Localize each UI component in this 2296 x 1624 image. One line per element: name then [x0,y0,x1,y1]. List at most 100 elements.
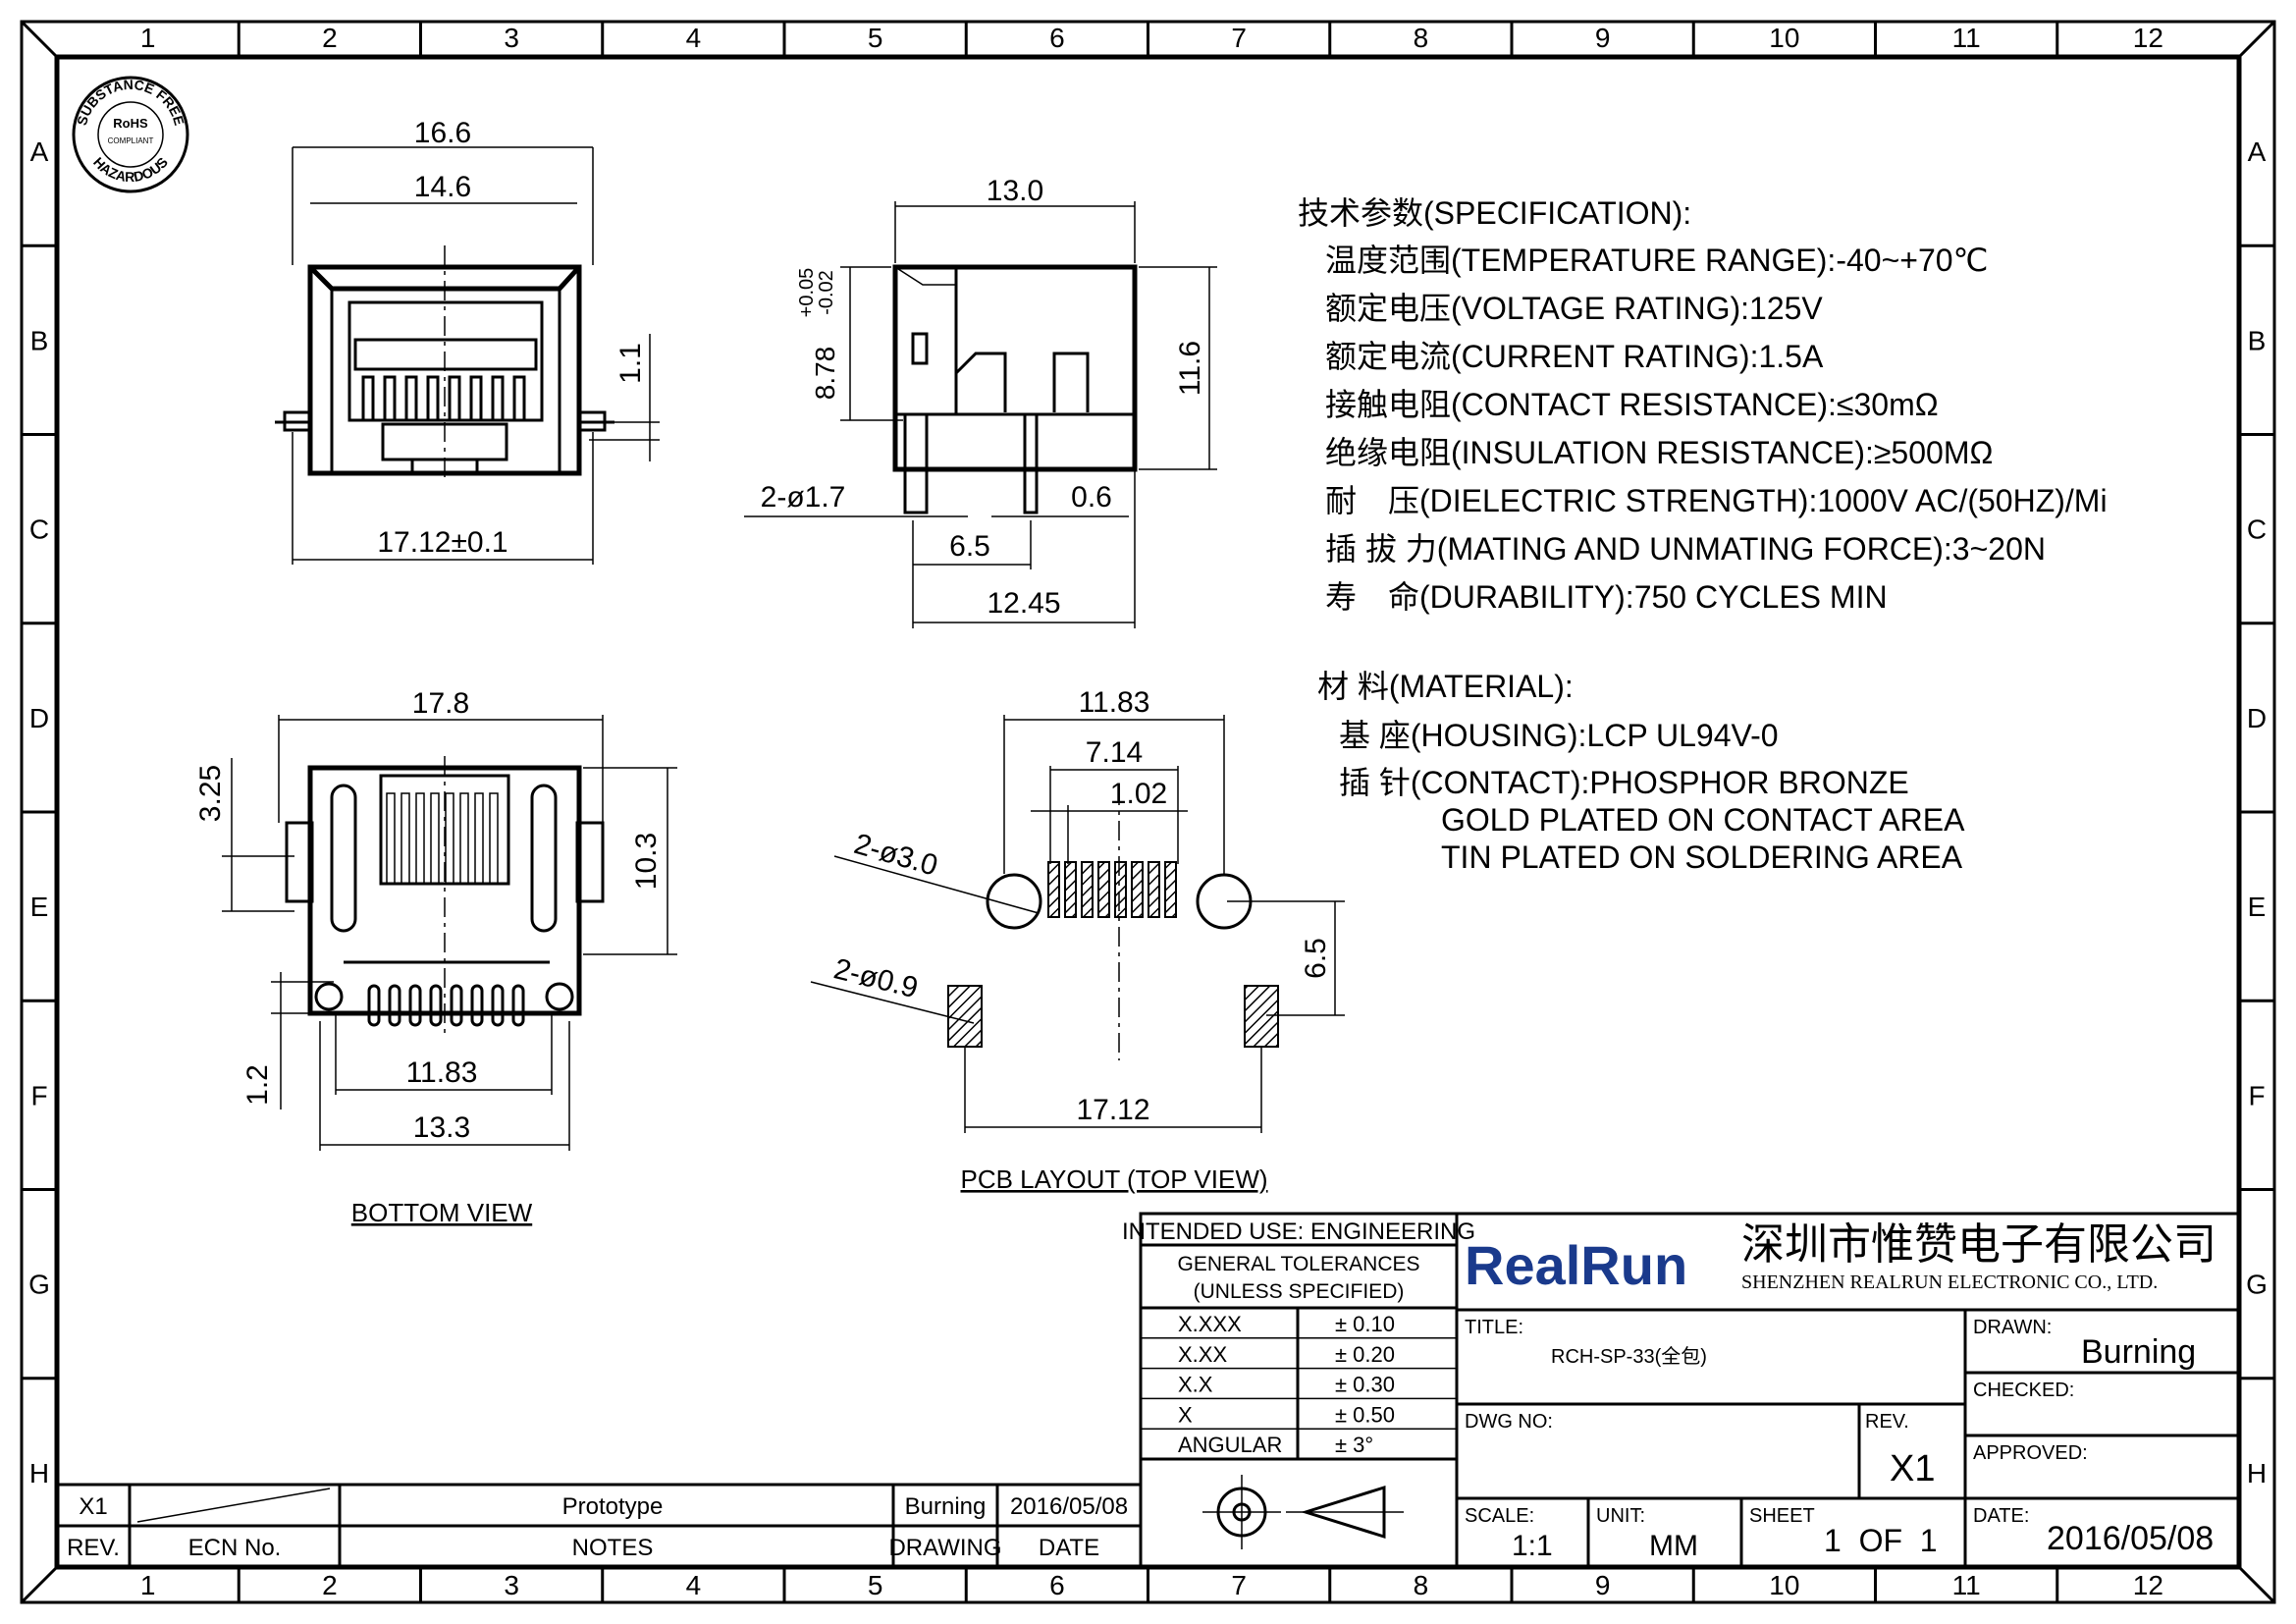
bottom-pin-bottom [491,984,505,1027]
front-pin [448,375,461,422]
col-label-10: 10 [1769,23,1799,53]
front-pin [491,375,505,422]
dim-16-6: 16.6 [414,117,471,149]
date-value: 2016/05/08 [2047,1520,2214,1557]
bottom-pin-bottom [408,984,422,1027]
dim-13-0: 13.0 [987,175,1043,207]
ecn-header: ECN No. [188,1535,282,1561]
company-logo: RealRun [1465,1234,1687,1296]
col-label-11: 11 [1952,1570,1981,1600]
pcb-pads [1047,861,1177,918]
material-heading: 材 料(MATERIAL): [1317,669,1574,704]
tol-key: X.XX [1178,1342,1227,1367]
dim-13-3: 13.3 [413,1111,470,1144]
tol-key: X [1178,1402,1193,1427]
date-label: DATE: [1973,1505,2029,1527]
bottom-pin-top [459,792,469,885]
unit-label: UNIT: [1596,1505,1645,1527]
col-label-7: 7 [1231,1570,1247,1600]
col-label-10: 10 [1769,1570,1799,1600]
bottom-pin-top [489,792,499,885]
dim-11-6: 11.6 [1174,341,1206,396]
col-label-2: 2 [322,1570,338,1600]
spec-line: 温度范围(TEMPERATURE RANGE):-40~+70℃ [1325,243,1988,278]
bottom-pin-bottom [470,984,484,1027]
bottom-pin-bottom [367,984,381,1027]
dim-7-14: 7.14 [1086,736,1143,769]
dim-hole-large: 2-ø3.0 [850,828,940,883]
row-label-D: D [29,703,49,733]
dim-17-12: 17.12±0.1 [377,526,507,559]
title-label: TITLE: [1465,1317,1523,1338]
col-label-6: 6 [1049,1570,1065,1600]
pcb-pad [1097,861,1110,918]
material-line: 基 座(HOUSING):LCP UL94V-0 [1339,718,1779,753]
material-line: TIN PLATED ON SOLDERING AREA [1441,839,1963,875]
col-label-9: 9 [1595,1570,1611,1600]
pcb-pad [1131,861,1144,918]
rev-header: REV. [67,1535,120,1561]
bottom-pin-top [445,792,454,885]
row-label-H: H [29,1458,49,1489]
general-tolerances: GENERAL TOLERANCES [1177,1253,1419,1275]
drawn-label: DRAWN: [1973,1317,2052,1338]
front-pin [383,375,397,422]
pcb-pad [1164,861,1177,918]
tol-value: ± 0.50 [1335,1402,1395,1427]
front-pin [469,375,483,422]
side-view: 13.0 11.6 8.78 +0.05 -0.02 2-ø1.7 0.6 6.… [744,175,1217,628]
row-label-G: G [28,1270,50,1300]
intended-use: INTENDED USE: ENGINEERING [1122,1218,1475,1245]
pcb-pad [1047,861,1060,918]
date-entry: 2016/05/08 [1010,1493,1128,1520]
dim-p-11-83: 11.83 [1079,686,1150,719]
col-label-12: 12 [2133,23,2163,53]
row-label-B: B [2248,325,2267,355]
row-label-H: H [2247,1458,2267,1489]
pcb-caption: PCB LAYOUT (TOP VIEW) [960,1164,1267,1194]
col-label-1: 1 [140,23,156,53]
notes-header: NOTES [572,1535,654,1561]
bottom-view-caption: BOTTOM VIEW [351,1198,533,1227]
tol-key: X.X [1178,1373,1213,1397]
dim-14-6: 14.6 [414,171,471,203]
col-label-5: 5 [868,23,883,53]
row-label-F: F [30,1080,47,1110]
row-label-A: A [2248,136,2267,167]
tol-value: ± 0.10 [1335,1312,1395,1336]
material-line: 插 针(CONTACT):PHOSPHOR BRONZE [1339,765,1909,800]
col-label-3: 3 [504,23,519,53]
dim-hole-small: 2-ø0.9 [830,952,921,1004]
bottom-pin-bottom [511,984,525,1027]
rev-entry: X1 [79,1493,107,1520]
tol-key: X.XXX [1178,1312,1242,1336]
row-label-G: G [2246,1270,2268,1300]
rohs-center: RoHS [113,116,148,131]
col-label-7: 7 [1231,23,1247,53]
dim-p-6-5: 6.5 [1300,938,1332,979]
dim-1-02: 1.02 [1110,778,1167,810]
dim-17-8: 17.8 [412,687,469,720]
col-label-8: 8 [1414,23,1429,53]
bottom-pin-top [474,792,484,885]
scale-value: 1:1 [1512,1530,1553,1562]
row-label-E: E [30,892,49,922]
approved-label: APPROVED: [1973,1442,2088,1464]
dim-p-17-12: 17.12 [1076,1094,1149,1126]
spec-line: 绝缘电阻(INSULATION RESISTANCE):≥500MΩ [1325,435,1993,470]
spec-block: 技术参数(SPECIFICATION): 温度范围(TEMPERATURE RA… [1298,195,2108,875]
tol-value: ± 0.30 [1335,1373,1395,1397]
company-cn-name: 深圳市惟赞电子有限公司 [1741,1220,2216,1269]
rohs-seal: RoHS COMPLIANT SUBSTANCE FREE HAZARDOUS [72,76,189,193]
company-en-name: SHENZHEN REALRUN ELECTRONIC CO., LTD. [1741,1272,2158,1293]
row-label-C: C [29,514,49,545]
bottom-pin-top [386,792,396,885]
dim-1-1: 1.1 [614,343,647,384]
rev-label: REV. [1865,1411,1909,1433]
front-pin [426,375,440,422]
material-line: GOLD PLATED ON CONTACT AREA [1441,802,1965,838]
col-label-8: 8 [1414,1570,1429,1600]
revision-block: X1 Prototype Burning 2016/05/08 REV. ECN… [55,1483,1143,1569]
